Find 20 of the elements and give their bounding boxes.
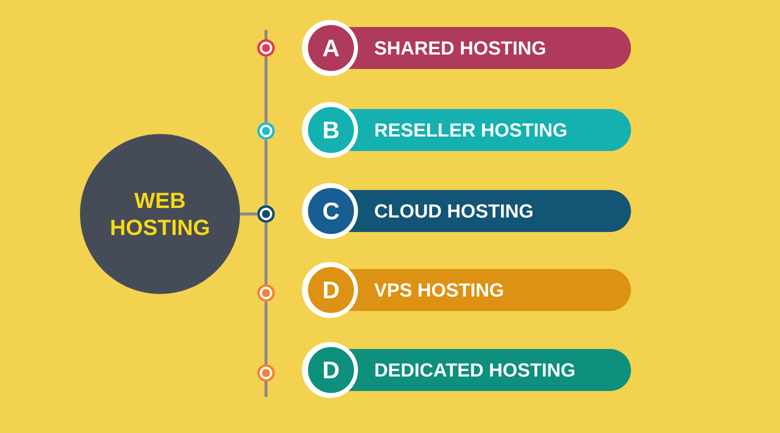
node-label: CLOUD HOSTING xyxy=(374,204,532,218)
node-label: RESELLER HOSTING xyxy=(375,123,566,137)
timeline-dot xyxy=(257,39,275,57)
connector-line xyxy=(264,56,268,122)
timeline-dot xyxy=(257,284,275,302)
node-label: SHARED HOSTING xyxy=(374,41,546,55)
labeled-bar: A SHARED HOSTING xyxy=(302,20,631,76)
labeled-bar: D DEDICATED HOSTING xyxy=(302,342,631,398)
connector-line xyxy=(240,212,258,216)
connector-line xyxy=(264,222,268,284)
node-label: DEDICATED HOSTING xyxy=(375,363,574,377)
node-label: VPS HOSTING xyxy=(374,283,503,297)
connector-line xyxy=(264,302,268,364)
labeled-bar: D VPS HOSTING xyxy=(302,262,631,318)
connector-line xyxy=(264,140,268,206)
timeline-dot xyxy=(257,205,275,223)
timeline-dot xyxy=(257,364,275,382)
labeled-bar: C CLOUD HOSTING xyxy=(302,183,631,239)
labeled-bar: B RESELLER HOSTING xyxy=(302,102,631,158)
timeline-dot xyxy=(257,122,275,140)
